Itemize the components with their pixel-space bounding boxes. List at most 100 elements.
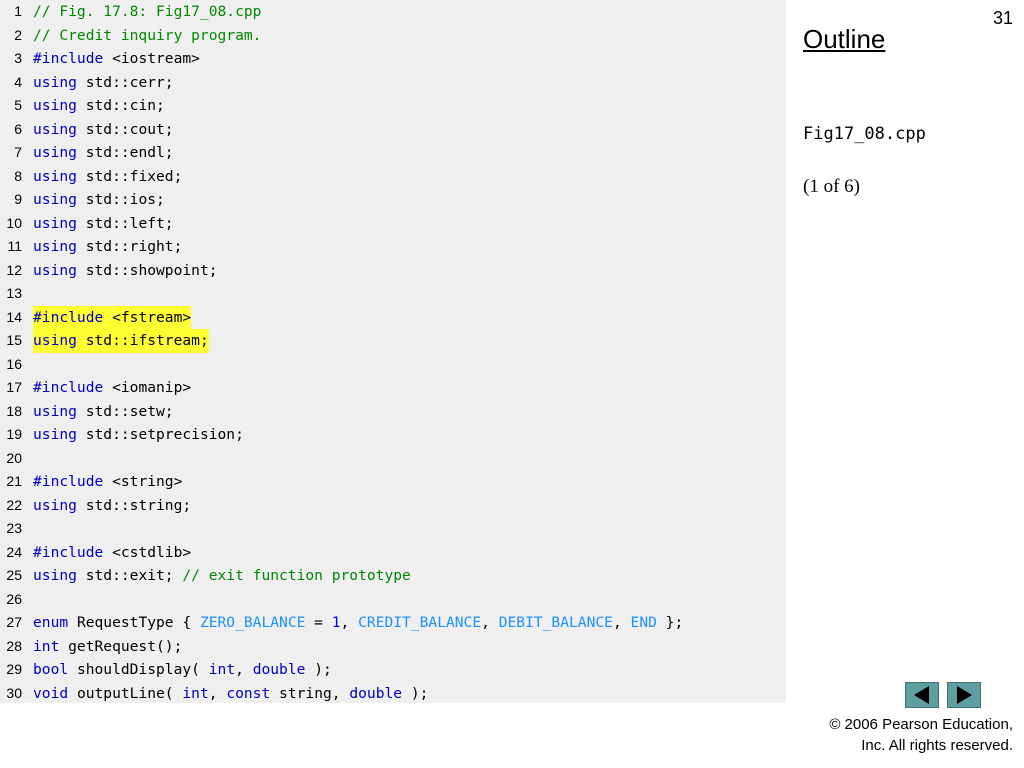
code-token: int <box>208 661 236 678</box>
line-number: 6 <box>14 120 22 137</box>
code-token: <fstream> <box>103 308 192 326</box>
line-number: 21 <box>6 473 22 489</box>
code-token: std::ios; <box>76 191 165 208</box>
page-indicator: (1 of 6) <box>803 176 860 197</box>
code-token: std::left; <box>76 214 174 232</box>
code-text: using std::right; <box>33 235 182 259</box>
code-token: using <box>33 73 77 91</box>
code-line: 10 using std::left; <box>0 212 174 236</box>
code-token: using <box>33 191 77 208</box>
code-token: using <box>33 97 77 114</box>
code-token: using <box>33 567 77 584</box>
line-number: 17 <box>6 379 22 395</box>
code-line: 4 using std::cerr; <box>0 71 174 95</box>
line-number: 4 <box>14 73 22 90</box>
code-token: bool <box>33 661 69 678</box>
code-token: std::setprecision; <box>76 426 244 443</box>
code-token: <iostream> <box>103 50 200 67</box>
line-number: 19 <box>6 426 22 442</box>
code-token: std::setw; <box>76 402 174 420</box>
code-token: int <box>33 637 60 655</box>
line-number: 10 <box>6 214 22 231</box>
code-line: 17 #include <iomanip> <box>0 376 191 400</box>
line-number: 30 <box>6 684 22 701</box>
code-line: 3#include <iostream> <box>0 47 200 71</box>
line-number: 22 <box>6 496 22 513</box>
code-line: 14#include <fstream> <box>0 305 192 329</box>
slide-number: 31 <box>992 8 1013 28</box>
line-number: 28 <box>6 637 22 654</box>
code-token: RequestType { <box>68 614 200 631</box>
next-slide-button[interactable] <box>947 682 981 708</box>
code-line: 25 using std::exit; // exit function prot… <box>0 564 411 588</box>
line-number: 25 <box>6 567 22 583</box>
code-text: // Fig. 17.8: Fig17_08.cpp <box>33 0 261 24</box>
line-number: 16 <box>6 355 22 372</box>
code-line: 23 <box>0 517 33 541</box>
line-number: 13 <box>6 285 22 301</box>
line-number: 1 <box>14 3 22 19</box>
code-text: using std::showpoint; <box>33 259 218 283</box>
code-token: std::endl; <box>76 144 174 161</box>
code-token: END <box>630 614 657 631</box>
code-text: #include <cstdlib> <box>33 541 191 565</box>
code-token: <iomanip> <box>103 379 192 396</box>
code-token: #include <box>33 473 104 490</box>
code-token: getRequest(); <box>59 637 183 655</box>
code-line: 28 int getRequest(); <box>0 635 182 659</box>
line-number: 23 <box>6 520 22 536</box>
code-line: 21#include <string> <box>0 470 182 494</box>
code-token: using <box>33 496 77 514</box>
code-token: using <box>33 167 77 185</box>
code-token: string, <box>270 684 350 702</box>
line-number: 18 <box>6 402 22 419</box>
code-text: using std::cerr; <box>33 71 174 95</box>
code-token: using <box>33 402 77 420</box>
code-token: using <box>33 332 77 349</box>
outline-link[interactable]: Outline <box>803 24 886 54</box>
code-token: // exit function prototype <box>182 567 411 584</box>
line-number: 2 <box>14 26 22 43</box>
line-number: 11 <box>7 238 22 254</box>
code-line: 6 using std::cout; <box>0 118 174 142</box>
line-number: 5 <box>14 97 22 113</box>
code-line: 24#include <cstdlib> <box>0 541 191 565</box>
code-token: double <box>349 684 403 702</box>
right-triangle-icon <box>957 686 972 704</box>
code-token: , <box>235 661 253 678</box>
code-text: using std::cout; <box>33 118 174 142</box>
code-token: std::cout; <box>76 120 174 138</box>
code-token: outputLine( <box>68 684 183 702</box>
code-token: int <box>182 684 209 702</box>
code-text: using std::exit; // exit function protot… <box>33 564 411 588</box>
code-text: using std::left; <box>33 212 174 236</box>
code-token: double <box>252 661 306 678</box>
line-number: 29 <box>6 661 22 677</box>
code-line: 19 using std::setprecision; <box>0 423 244 447</box>
code-token: std::ifstream; <box>76 332 209 349</box>
code-line: 26 <box>0 588 33 612</box>
code-text: bool shouldDisplay( int, double ); <box>33 658 332 682</box>
code-token: ); <box>402 684 429 702</box>
line-number: 7 <box>14 144 22 160</box>
code-token: using <box>33 238 77 255</box>
code-text: #include <iostream> <box>33 47 200 71</box>
code-line: 29 bool shouldDisplay( int, double ); <box>0 658 332 682</box>
code-token: std::fixed; <box>76 167 183 185</box>
code-text: using std::fixed; <box>33 165 182 189</box>
code-token: using <box>33 426 77 443</box>
code-token: #include <box>33 308 104 326</box>
code-token: // Fig. 17.8: Fig17_08.cpp <box>33 3 262 20</box>
code-token: , <box>340 614 359 631</box>
code-text: using std::cin; <box>33 94 165 118</box>
previous-slide-button[interactable] <box>905 682 939 708</box>
code-text: #include <iomanip> <box>33 376 191 400</box>
